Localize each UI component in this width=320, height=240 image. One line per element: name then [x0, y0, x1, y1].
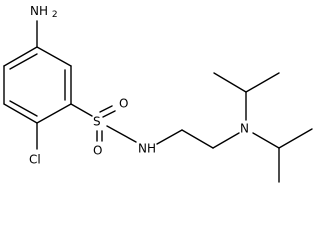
ring-bond-4-inner [9, 100, 38, 117]
amine-n-label: NH [30, 4, 48, 18]
ch2-to-n-bond [212, 132, 240, 149]
ring-bond-4 [3, 103, 38, 124]
n-to-lower-isopropyl-bond [252, 132, 280, 149]
oxygen-bottom-label: O [93, 144, 102, 158]
upper-isopropyl-right-methyl [245, 72, 280, 93]
sulfonamide-nh-label: NH [138, 142, 156, 156]
molecule-diagram: NH 2 Cl S O O NH N [3, 4, 313, 183]
ring-bond-6-inner [9, 53, 38, 70]
structure-canvas: NH 2 Cl S O O NH N [3, 4, 313, 183]
amine-subscript: 2 [52, 10, 58, 20]
sulfur-oxygen-top-bond-b [102, 110, 116, 118]
nh-to-ch2-bond [156, 129, 183, 145]
amine-label: NH 2 [30, 4, 58, 20]
lower-isopropyl-up-methyl [278, 128, 313, 149]
ring-bond-6 [3, 46, 38, 67]
upper-isopropyl-left-methyl [213, 72, 247, 93]
sulfur-label: S [93, 115, 101, 129]
oxygen-top-label: O [119, 97, 128, 111]
tertiary-amine-label: N [240, 122, 249, 136]
ring-to-sulfur-bond [70, 103, 93, 117]
sulfur-to-nh-bond [106, 125, 137, 143]
ch2-ch2-bond [181, 129, 214, 149]
ring-bond-3 [36, 103, 72, 124]
chloro-label: Cl [29, 153, 41, 167]
ring-bond-1 [36, 46, 72, 67]
sulfur-oxygen-top-bond-a [99, 105, 113, 113]
